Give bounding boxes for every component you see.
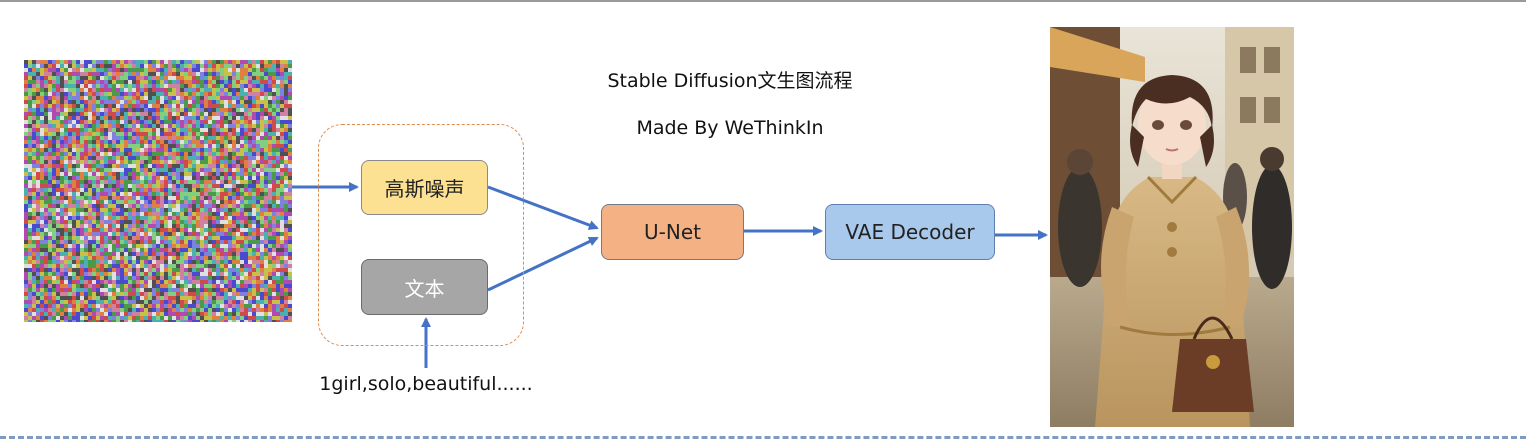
text-node-label: 文本	[404, 276, 445, 301]
gaussian-noise-node: 高斯噪声	[361, 160, 488, 215]
vae-decoder-label: VAE Decoder	[845, 220, 975, 244]
arrow-gaussian-to-unet	[487, 185, 599, 230]
diagram-title: Stable Diffusion文生图流程	[607, 70, 853, 92]
prompt-text: 1girl,solo,beautiful......	[319, 373, 533, 395]
diagram-subtitle: Made By WeThinkIn	[636, 117, 824, 139]
vae-decoder-node: VAE Decoder	[825, 204, 995, 260]
top-border	[0, 0, 1526, 2]
input-group-box	[318, 124, 524, 346]
text-node: 文本	[361, 259, 488, 315]
unet-node: U-Net	[601, 204, 744, 260]
bottom-divider	[0, 436, 1526, 439]
noise-image	[24, 60, 292, 322]
arrow-text-to-unet	[487, 236, 599, 292]
gaussian-noise-label: 高斯噪声	[384, 177, 465, 201]
unet-label: U-Net	[644, 220, 701, 244]
generated-girl-image	[1050, 27, 1294, 427]
